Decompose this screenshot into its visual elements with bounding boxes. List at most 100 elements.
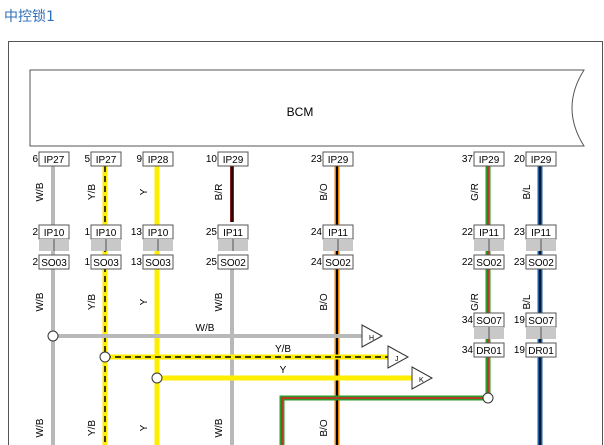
- branch-w-b: W/B H: [47, 323, 384, 348]
- connector-w6-top: 37 IP29: [462, 151, 505, 167]
- connector-w5-mid-a-id: IP11: [328, 228, 348, 239]
- connector-w5-top-id: IP29: [328, 155, 349, 166]
- wire-label-w4-2: W/B: [214, 292, 225, 311]
- wire-label-w2-2: Y/B: [87, 294, 98, 310]
- connector-w3-top-pin: 9: [136, 154, 142, 165]
- connector-w5-top-pin: 23: [311, 154, 323, 165]
- wire-label-w4-1: B/R: [214, 184, 225, 201]
- connector-w6-low-a-id: SO07: [476, 316, 502, 327]
- connector-w3-mid-a-pin: 13: [131, 227, 143, 238]
- connector-w3-mid-b-pin: 13: [131, 257, 143, 268]
- connector-w6-low-b-pin: 34: [462, 345, 474, 356]
- connector-w2-top-pin: 5: [84, 154, 90, 165]
- connector-w3-mid-b-id: SO03: [145, 258, 171, 269]
- wire-label-w3-1: Y: [139, 188, 150, 195]
- connector-w1-top: 6 IP27: [32, 151, 70, 167]
- page-title: 中控锁1: [4, 9, 55, 25]
- connector-w4-mid-b-id: SO02: [220, 258, 246, 269]
- connector-w1-top-pin: 6: [32, 154, 38, 165]
- connector-w6-low-b-id: DR01: [476, 346, 502, 357]
- connector-w2-mid-a: 1 IP10: [84, 224, 122, 240]
- branch-label-y: Y: [280, 365, 287, 376]
- arrow-label-j: J: [395, 356, 399, 363]
- connector-w2-top-id: IP27: [96, 155, 117, 166]
- connector-w1-mid-a-pin: 2: [32, 227, 38, 238]
- connector-w5-mid-a: 24 IP11: [311, 224, 354, 240]
- diagram-frame: [8, 41, 603, 445]
- branch-y-b: Y/B J: [99, 344, 410, 369]
- wire-label-w7-1: B/L: [522, 184, 533, 199]
- bcm-label: BCM: [287, 105, 314, 119]
- branch-y: Y K: [151, 365, 434, 390]
- arrow-j: [387, 345, 410, 369]
- connector-w2-mid-a-id: IP10: [96, 228, 117, 239]
- connector-w3-mid-a-id: IP10: [148, 228, 169, 239]
- connector-w3-top-id: IP28: [148, 155, 169, 166]
- wire-label-w6-1: G/R: [470, 183, 481, 201]
- wire-label-w1-1: W/B: [35, 182, 46, 201]
- connector-w6-top-pin: 37: [462, 154, 474, 165]
- connector-w5-mid-b-pin: 24: [311, 257, 323, 268]
- branch-label-w-b: W/B: [196, 323, 215, 334]
- connector-w5-top: 23 IP29: [311, 151, 354, 167]
- connector-w7-top-id: IP29: [531, 155, 552, 166]
- connector-w7-low-b-pin: 19: [514, 345, 526, 356]
- wire-label-w2-3: Y/B: [87, 420, 98, 436]
- wire-label-w1-3: W/B: [35, 418, 46, 437]
- wire-label-w7-2: B/L: [522, 294, 533, 309]
- connector-w2-mid-b-id: SO03: [93, 258, 119, 269]
- connector-w4-top-id: IP29: [223, 155, 244, 166]
- connector-w4-top: 10 IP29: [206, 151, 249, 167]
- wire-label-w4-3: W/B: [214, 418, 225, 437]
- connector-w5-mid-a-pin: 24: [311, 227, 323, 238]
- connector-w7-low-b-id: DR01: [528, 346, 554, 357]
- connector-w3-mid-a: 13 IP10: [131, 224, 174, 240]
- arrow-k: [411, 366, 434, 390]
- connector-w6-mid-b-id: SO02: [476, 258, 502, 269]
- connector-w2-mid-a-pin: 1: [84, 227, 90, 238]
- connector-w6-low-a-pin: 34: [462, 315, 474, 326]
- branch-g-r: [279, 392, 494, 445]
- connector-w4-top-pin: 10: [206, 154, 218, 165]
- wire-label-w5-2: B/O: [319, 293, 330, 310]
- connector-w6-top-id: IP29: [479, 155, 500, 166]
- connector-w7-mid-b-id: SO02: [528, 258, 554, 269]
- connector-w2-top: 5 IP27: [84, 151, 122, 167]
- connector-w7-mid-a-id: IP11: [531, 228, 551, 239]
- connector-w7-low-a-id: SO07: [528, 316, 554, 327]
- connector-w4-mid-a-pin: 25: [206, 227, 218, 238]
- bcm-module-box: [29, 69, 585, 147]
- connector-w6-mid-b-pin: 22: [462, 257, 474, 268]
- connector-w7-low-a-pin: 19: [514, 315, 526, 326]
- connector-w5-mid-b-id: SO02: [325, 258, 351, 269]
- connector-w1-mid-b-pin: 2: [32, 257, 38, 268]
- wire-label-w2-1: Y/B: [87, 184, 98, 200]
- connector-w7-top: 20 IP29: [514, 151, 557, 167]
- connector-w1-top-id: IP27: [44, 155, 65, 166]
- wire-label-w3-3: Y: [139, 424, 150, 431]
- connector-w7-top-pin: 20: [514, 154, 526, 165]
- arrow-h: [361, 324, 384, 348]
- wire-label-w1-2: W/B: [35, 292, 46, 311]
- connector-w4-mid-b-pin: 25: [206, 257, 218, 268]
- connector-w2-mid-b-pin: 1: [84, 257, 90, 268]
- wire-label-w3-2: Y: [139, 298, 150, 305]
- wire-label-w6-2: G/R: [470, 293, 481, 311]
- wire-label-group: W/BW/BW/BY/BY/BY/BYYYB/RW/BW/BB/OB/OB/OG…: [35, 182, 533, 437]
- branch-label-y-b: Y/B: [275, 344, 291, 355]
